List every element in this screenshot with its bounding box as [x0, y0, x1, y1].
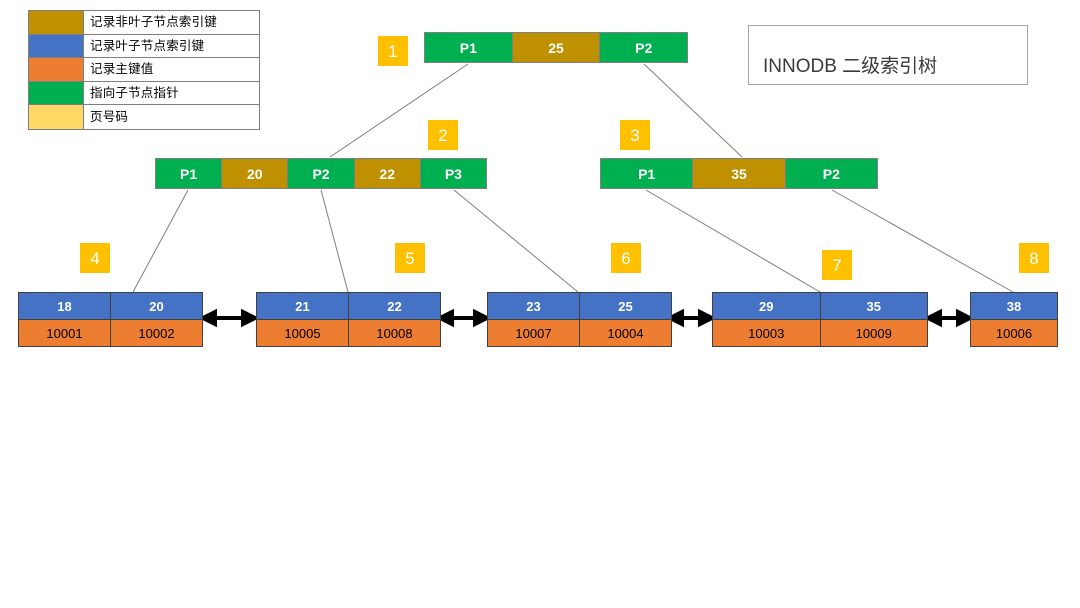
page-badge-2: 2 — [428, 120, 458, 150]
leaf-key-row: 29 35 — [713, 293, 927, 319]
leaf-key-row: 38 — [971, 293, 1057, 319]
leaf-link-arrow-7-8 — [923, 308, 975, 328]
leaf-pk-cell: 10009 — [855, 325, 892, 341]
diagram-title-box: INNODB 二级索引树 — [748, 25, 1028, 85]
legend-item: 指向子节点指针 — [29, 81, 259, 106]
leaf-node-page-7: 29 35 10003 10009 — [712, 292, 928, 347]
leaf-key-cell: 25 — [618, 298, 633, 314]
leaf-key-cell: 38 — [1006, 298, 1022, 314]
node-cell-key: 20 — [222, 159, 289, 188]
page-badge-3: 3 — [620, 120, 650, 150]
page-badge-1: 1 — [378, 36, 408, 66]
legend-label-child-pointer: 指向子节点指针 — [90, 85, 179, 100]
legend: 记录非叶子节点索引键 记录叶子节点索引键 记录主键值 指向子节点指针 页号码 — [28, 10, 260, 130]
leaf-key-cell: 22 — [387, 298, 402, 314]
node-cell-pointer: P1 — [601, 159, 694, 188]
node-cell-pointer: P2 — [600, 33, 688, 62]
root-node-page-1: P1 25 P2 — [424, 32, 688, 63]
page-badge-4: 4 — [80, 243, 110, 273]
legend-item: 记录非叶子节点索引键 — [29, 11, 259, 35]
node-cell-pointer: P1 — [156, 159, 223, 188]
leaf-key-cell: 18 — [19, 293, 111, 319]
edge-root-to-node3 — [643, 63, 743, 158]
legend-label-nonleaf-key: 记录非叶子节点索引键 — [90, 15, 218, 30]
legend-label-page-number: 页号码 — [90, 109, 129, 124]
leaf-key-cell: 21 — [257, 293, 349, 319]
leaf-pk-row: 10001 10002 — [19, 319, 202, 346]
legend-swatch-primary-key — [29, 58, 84, 81]
legend-label-primary-key: 记录主键值 — [90, 62, 154, 77]
node-cell-key: 25 — [512, 33, 601, 62]
node-cell-key: 22 — [354, 159, 421, 188]
internal-node-page-2: P1 20 P2 22 P3 — [155, 158, 487, 189]
leaf-pk-cell: 10006 — [995, 325, 1033, 341]
leaf-link-arrow-4-5 — [198, 308, 260, 328]
legend-swatch-nonleaf-key — [29, 11, 84, 34]
node-cell-pointer: P2 — [288, 159, 355, 188]
page-badge-8: 8 — [1019, 243, 1049, 273]
leaf-pk-cell: 10003 — [713, 320, 821, 346]
leaf-pk-cell: 10008 — [376, 325, 413, 341]
page-badge-7: 7 — [822, 250, 852, 280]
node-cell-key: 35 — [693, 159, 786, 188]
leaf-pk-cell: 10001 — [19, 320, 111, 346]
legend-swatch-child-pointer — [29, 81, 84, 105]
leaf-pk-cell: 10004 — [607, 325, 644, 341]
leaf-pk-row: 10003 10009 — [713, 319, 927, 346]
edge-node3-to-leaf8 — [831, 189, 1014, 293]
leaf-key-row: 21 22 — [257, 293, 440, 319]
leaf-key-cell: 23 — [488, 293, 580, 319]
leaf-pk-row: 10005 10008 — [257, 319, 440, 346]
legend-swatch-page-number — [29, 105, 84, 129]
edge-node2-to-leaf5 — [320, 189, 349, 293]
legend-item: 页号码 — [29, 105, 259, 129]
leaf-key-row: 18 20 — [19, 293, 202, 319]
node-cell-pointer: P3 — [420, 159, 487, 188]
leaf-link-arrow-6-7 — [665, 308, 717, 328]
node-cell-pointer: P2 — [785, 159, 877, 188]
leaf-key-row: 23 25 — [488, 293, 671, 319]
edge-node3-to-leaf7 — [645, 189, 821, 293]
leaf-key-cell: 20 — [149, 298, 164, 314]
leaf-node-page-8: 38 10006 — [970, 292, 1058, 347]
edge-node2-to-leaf6 — [453, 189, 579, 293]
edge-node2-to-leaf4 — [132, 189, 189, 293]
leaf-pk-cell: 10007 — [488, 320, 580, 346]
diagram-title: INNODB 二级索引树 — [763, 56, 938, 77]
legend-label-leaf-key: 记录叶子节点索引键 — [90, 38, 205, 53]
node-cell-pointer: P1 — [425, 33, 513, 62]
page-badge-5: 5 — [395, 243, 425, 273]
legend-item: 记录主键值 — [29, 58, 259, 82]
leaf-link-arrow-5-6 — [435, 308, 492, 328]
page-badge-6: 6 — [611, 243, 641, 273]
leaf-pk-row: 10007 10004 — [488, 319, 671, 346]
legend-item: 记录叶子节点索引键 — [29, 34, 259, 59]
leaf-pk-row: 10006 — [971, 319, 1057, 346]
leaf-node-page-5: 21 22 10005 10008 — [256, 292, 441, 347]
leaf-key-cell: 29 — [713, 293, 821, 319]
internal-node-page-3: P1 35 P2 — [600, 158, 878, 189]
leaf-pk-cell: 10002 — [138, 325, 175, 341]
leaf-key-cell: 35 — [866, 298, 881, 314]
leaf-pk-cell: 10005 — [257, 320, 349, 346]
leaf-node-page-4: 18 20 10001 10002 — [18, 292, 203, 347]
legend-swatch-leaf-key — [29, 34, 84, 58]
leaf-node-page-6: 23 25 10007 10004 — [487, 292, 672, 347]
